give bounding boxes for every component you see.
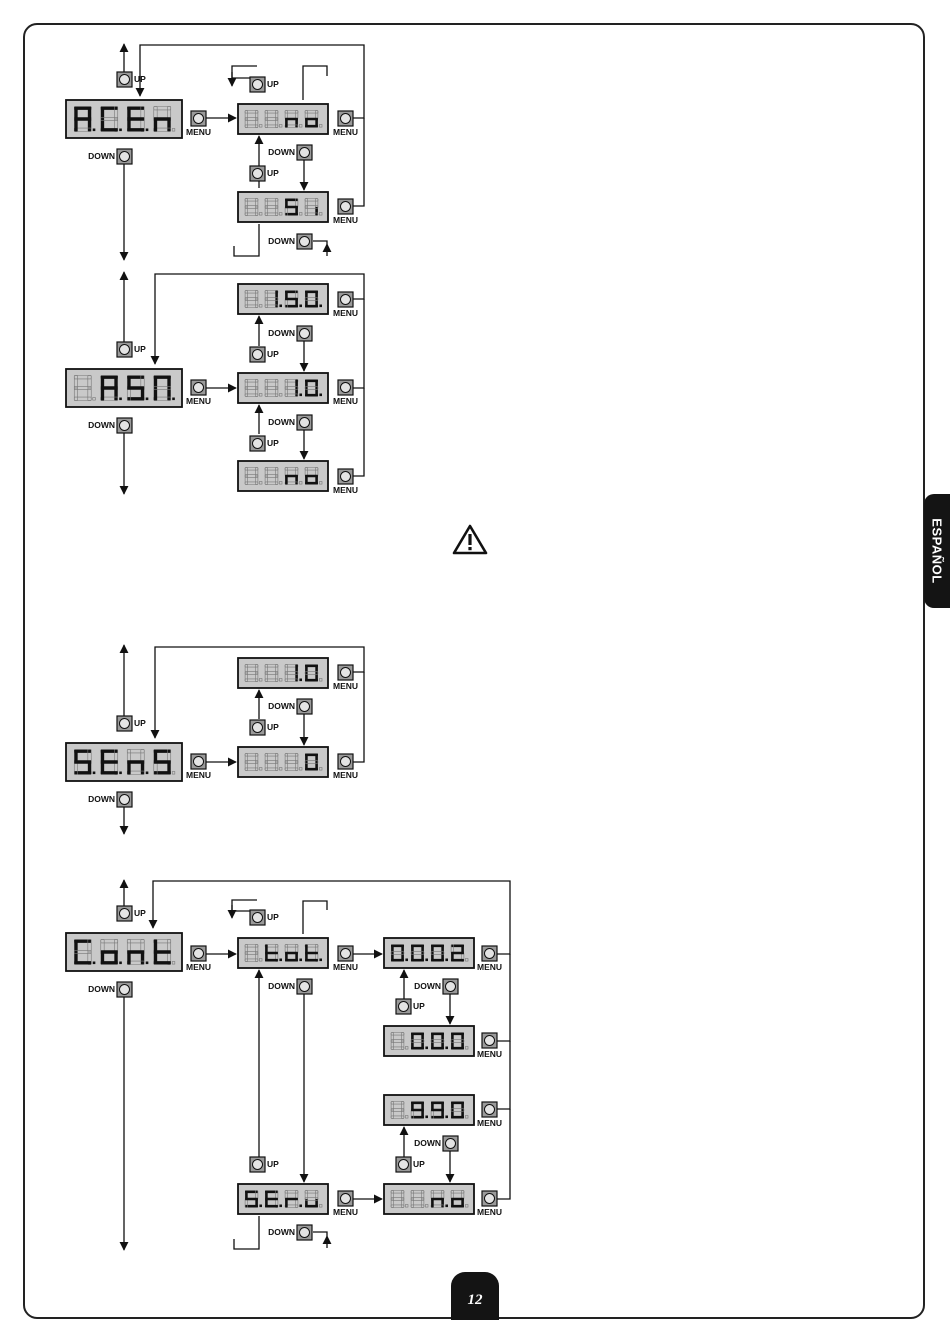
serv-990-menu-button[interactable]: MENU <box>477 1102 502 1128</box>
display-acen-si <box>238 192 328 222</box>
asm-up-button-label: UP <box>134 344 146 354</box>
serv-990-down-button[interactable]: DOWN <box>414 1136 458 1151</box>
asm-no-up-button[interactable]: UP <box>250 436 279 451</box>
display-tot-000 <box>384 1026 474 1056</box>
cont-menu-button-label: MENU <box>186 962 211 972</box>
serv-no-menu-button-label: MENU <box>477 1207 502 1217</box>
tot-0002-down-button[interactable]: DOWN <box>414 979 458 994</box>
asm-150-menu-button-label: MENU <box>333 308 358 318</box>
sens-0-menu-button-label: MENU <box>333 770 358 780</box>
acen-si-down-button[interactable]: DOWN <box>268 234 312 249</box>
asm-10-up-button-label: UP <box>267 349 279 359</box>
sens-10-down-button-label: DOWN <box>268 701 295 711</box>
acen-si-up-button-label: UP <box>267 168 279 178</box>
acen-si-menu-button-label: MENU <box>333 215 358 225</box>
sens-down-button-label: DOWN <box>88 794 115 804</box>
asm-10-up-button[interactable]: UP <box>250 347 279 362</box>
asm-no-up-button-label: UP <box>267 438 279 448</box>
tot-up-button-label: UP <box>267 912 279 922</box>
acen-menu-button[interactable]: MENU <box>186 111 211 137</box>
display-asm <box>66 369 182 407</box>
cont-down-button-label: DOWN <box>88 984 115 994</box>
acen-up-button-label: UP <box>134 74 146 84</box>
serv-down-button[interactable]: DOWN <box>268 1225 312 1240</box>
tot-0002-down-button-label: DOWN <box>414 981 441 991</box>
asm-150-menu-button[interactable]: MENU <box>333 292 358 318</box>
sens-menu-button-label: MENU <box>186 770 211 780</box>
asm-10-down-button[interactable]: DOWN <box>268 415 312 430</box>
acen-menu-button-label: MENU <box>186 127 211 137</box>
acen-no-menu-button[interactable]: MENU <box>333 111 358 137</box>
tot-down-button-label: DOWN <box>268 981 295 991</box>
asm-10-menu-button[interactable]: MENU <box>333 380 358 406</box>
serv-menu-button[interactable]: MENU <box>333 1191 358 1217</box>
warning-triangle-icon <box>454 526 486 553</box>
sens-down-button[interactable]: DOWN <box>88 792 132 807</box>
sens-up-button[interactable]: UP <box>117 716 146 731</box>
asm-10-down-button-label: DOWN <box>268 417 295 427</box>
display-asm-150 <box>238 284 328 314</box>
asm-up-button[interactable]: UP <box>117 342 146 357</box>
asm-no-menu-button-label: MENU <box>333 485 358 495</box>
serv-up-button-label: UP <box>267 1159 279 1169</box>
acen-up-button[interactable]: UP <box>117 72 146 87</box>
acen-down-button-label: DOWN <box>88 151 115 161</box>
acen-no-down-button[interactable]: DOWN <box>268 145 312 160</box>
cont-down-button[interactable]: DOWN <box>88 982 132 997</box>
tot-0002-menu-button[interactable]: MENU <box>477 946 502 972</box>
asm-10-menu-button-label: MENU <box>333 396 358 406</box>
tot-menu-button[interactable]: MENU <box>333 946 358 972</box>
asm-menu-button[interactable]: MENU <box>186 380 211 406</box>
sens-menu-button[interactable]: MENU <box>186 754 211 780</box>
sens-10-menu-button-label: MENU <box>333 681 358 691</box>
acen-si-menu-button[interactable]: MENU <box>333 199 358 225</box>
serv-up-button[interactable]: UP <box>250 1157 279 1172</box>
asm-150-down-button-label: DOWN <box>268 328 295 338</box>
acen-si-down-button-label: DOWN <box>268 236 295 246</box>
asm-150-down-button[interactable]: DOWN <box>268 326 312 341</box>
tot-000-up-button[interactable]: UP <box>396 999 425 1014</box>
cont-menu-button[interactable]: MENU <box>186 946 211 972</box>
acen-no-down-button-label: DOWN <box>268 147 295 157</box>
sens-10-down-button[interactable]: DOWN <box>268 699 312 714</box>
asm-menu-button-label: MENU <box>186 396 211 406</box>
display-asm-10 <box>238 373 328 403</box>
serv-no-up-button[interactable]: UP <box>396 1157 425 1172</box>
tot-menu-button-label: MENU <box>333 962 358 972</box>
serv-no-menu-button[interactable]: MENU <box>477 1191 502 1217</box>
sens-up-button-label: UP <box>134 718 146 728</box>
asm-down-button[interactable]: DOWN <box>88 418 132 433</box>
tot-up-button[interactable]: UP <box>250 910 279 925</box>
display-serv-990 <box>384 1095 474 1125</box>
tot-000-menu-button-label: MENU <box>477 1049 502 1059</box>
tot-down-button[interactable]: DOWN <box>268 979 312 994</box>
display-sens-0 <box>238 747 328 777</box>
sens-0-up-button[interactable]: UP <box>250 720 279 735</box>
acen-no-up-button[interactable]: UP <box>250 77 279 92</box>
asm-down-button-label: DOWN <box>88 420 115 430</box>
asm-no-menu-button[interactable]: MENU <box>333 469 358 495</box>
display-sens-10 <box>238 658 328 688</box>
serv-no-up-button-label: UP <box>413 1159 425 1169</box>
sens-0-up-button-label: UP <box>267 722 279 732</box>
tot-000-up-button-label: UP <box>413 1001 425 1011</box>
serv-down-button-label: DOWN <box>268 1227 295 1237</box>
sens-10-menu-button[interactable]: MENU <box>333 665 358 691</box>
sens-0-menu-button[interactable]: MENU <box>333 754 358 780</box>
serv-990-down-button-label: DOWN <box>414 1138 441 1148</box>
tot-000-menu-button[interactable]: MENU <box>477 1033 502 1059</box>
acen-no-menu-button-label: MENU <box>333 127 358 137</box>
cont-up-button[interactable]: UP <box>117 906 146 921</box>
acen-no-up-button-label: UP <box>267 79 279 89</box>
acen-down-button[interactable]: DOWN <box>88 149 132 164</box>
cont-up-button-label: UP <box>134 908 146 918</box>
serv-990-menu-button-label: MENU <box>477 1118 502 1128</box>
tot-0002-menu-button-label: MENU <box>477 962 502 972</box>
serv-menu-button-label: MENU <box>333 1207 358 1217</box>
acen-si-up-button[interactable]: UP <box>250 166 279 181</box>
